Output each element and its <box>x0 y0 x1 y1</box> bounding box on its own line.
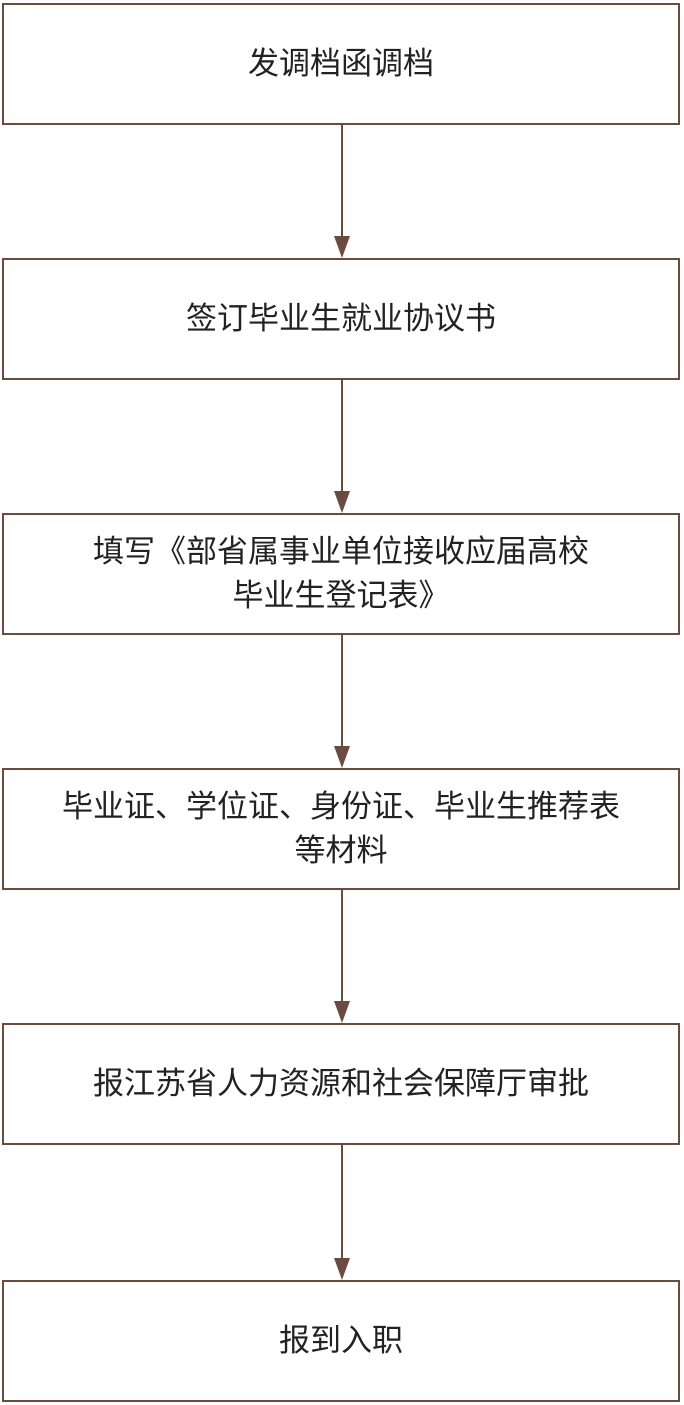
step-fill-registration-form: 填写《部省属事业单位接收应届高校 毕业生登记表》 <box>2 513 680 635</box>
arrow-5-to-6 <box>334 1145 350 1280</box>
step-send-transfer-letter: 发调档函调档 <box>2 3 680 125</box>
step-label: 报江苏省人力资源和社会保障厅审批 <box>93 1066 589 1102</box>
arrow-1-to-2 <box>334 125 350 258</box>
step-label: 毕业证、学位证、身份证、毕业生推荐表 等材料 <box>62 789 620 869</box>
step-label: 填写《部省属事业单位接收应届高校 毕业生登记表》 <box>93 534 589 614</box>
step-label: 签订毕业生就业协议书 <box>186 301 496 337</box>
arrow-2-to-3 <box>334 380 350 513</box>
step-report-for-duty: 报到入职 <box>2 1280 680 1402</box>
step-provincial-approval: 报江苏省人力资源和社会保障厅审批 <box>2 1023 680 1145</box>
step-label: 发调档函调档 <box>248 46 434 82</box>
arrow-3-to-4 <box>334 635 350 768</box>
arrow-4-to-5 <box>334 890 350 1023</box>
step-submit-documents: 毕业证、学位证、身份证、毕业生推荐表 等材料 <box>2 768 680 890</box>
step-sign-employment-agreement: 签订毕业生就业协议书 <box>2 258 680 380</box>
step-label: 报到入职 <box>279 1323 403 1359</box>
